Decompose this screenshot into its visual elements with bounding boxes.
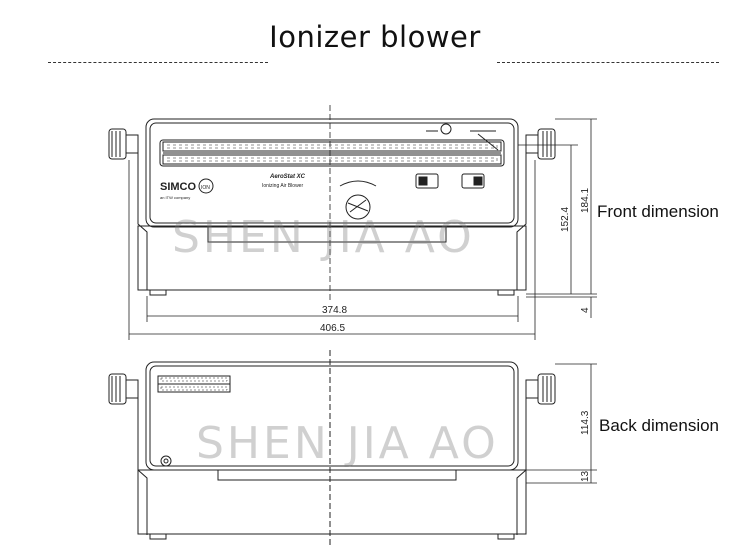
dim-back-height: 114.3: [580, 410, 591, 435]
front-dimension-label: Front dimension: [597, 202, 719, 221]
left-dashed-rule: [48, 62, 268, 63]
power-switch-1: [415, 173, 439, 189]
front-left-knob: [108, 128, 139, 160]
back-vent-slots: [160, 377, 228, 391]
front-view: [108, 118, 556, 296]
watermark-back: SHEN JIA AO: [196, 418, 499, 469]
dim-outer-width: 406.5: [320, 323, 345, 334]
brand-sub-text: an ITW company: [160, 195, 190, 200]
back-left-knob: [108, 373, 139, 405]
front-dim-lines: [128, 105, 597, 340]
ground-terminal: [160, 455, 172, 467]
right-dashed-rule: [497, 62, 719, 63]
power-switch-2: [461, 173, 485, 189]
dim-front-foot: 4: [580, 307, 591, 313]
page-title: Ionizer blower: [269, 20, 481, 54]
front-right-knob: [525, 128, 556, 160]
back-dim-lines: [518, 363, 597, 484]
grille-slots: [166, 144, 498, 162]
indicator-light: [440, 123, 452, 135]
front-tray: [207, 225, 447, 243]
dim-back-foot: 13: [580, 470, 591, 482]
back-right-knob: [525, 373, 556, 405]
dim-inner-width: 374.8: [322, 305, 347, 316]
dim-height-inner: 152.4: [560, 207, 571, 232]
brand-badge-text: ION: [201, 185, 210, 191]
back-view: [108, 350, 556, 545]
front-grille: [159, 139, 505, 167]
front-panel: [145, 118, 519, 228]
brand-text: SIMCO: [160, 181, 197, 193]
model-text: AeroStat XC: [269, 174, 306, 180]
speed-knob: [345, 194, 371, 220]
header: [0, 18, 750, 68]
back-dimension-label: Back dimension: [599, 416, 720, 435]
dim-height-outer: 184.1: [580, 188, 591, 213]
model-sub-text: Ionizing Air Blower: [262, 183, 303, 189]
watermark-front: SHEN JIA AO: [172, 212, 475, 263]
